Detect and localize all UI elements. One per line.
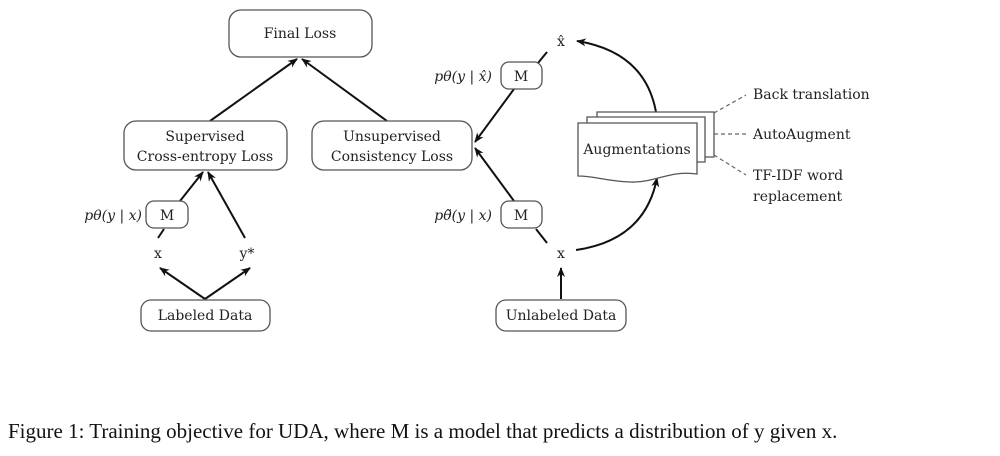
labeled-data-label: Labeled Data [158, 308, 253, 324]
edge-augmentations-to-xhat [576, 38, 657, 113]
method-back-translation: Back translation [753, 87, 870, 103]
x-hat-variable: x̂ [557, 34, 565, 50]
edge-m-to-supervised [179, 171, 204, 202]
supervised-loss-node: Supervised Cross-entropy Loss [123, 120, 288, 171]
edge-ystar-to-supervised [207, 171, 246, 239]
edge-x-to-m2 [535, 228, 548, 244]
edge-supervised-to-final [209, 58, 298, 122]
dash-back-translation [713, 94, 747, 114]
augmentations-node: Augmentations [577, 111, 715, 183]
x-labeled-variable: x [154, 246, 162, 262]
y-star-variable: y* [239, 246, 255, 262]
edge-unsupervised-to-final [301, 58, 388, 122]
model-label: M [514, 208, 528, 224]
final-loss-label: Final Loss [264, 26, 337, 42]
method-tfidf-line2: replacement [753, 189, 842, 205]
unsupervised-label-line1: Unsupervised [343, 129, 441, 145]
labeled-data-node: Labeled Data [140, 299, 271, 332]
dash-tfidf [713, 154, 747, 176]
supervised-label-line2: Cross-entropy Loss [137, 149, 273, 165]
p-theta-x-annotation: pθ(y | x) [84, 208, 142, 224]
unlabeled-data-label: Unlabeled Data [506, 308, 617, 324]
augmentation-doc-front [577, 122, 698, 183]
model-node-labeled: M [145, 200, 189, 229]
p-theta-xhat-annotation: pθ(y | x̂) [434, 69, 492, 85]
final-loss-node: Final Loss [228, 9, 373, 58]
p-theta-tilde-x-annotation: pθ̃(y | x) [434, 208, 492, 224]
model-node-augmented: M [500, 61, 543, 90]
edge-x-to-m [157, 228, 165, 239]
edge-xhat-to-m [537, 51, 548, 64]
model-label: M [160, 208, 174, 224]
unsupervised-loss-node: Unsupervised Consistency Loss [311, 120, 473, 171]
edge-x-to-augmentations [575, 177, 660, 251]
edge-labeled-to-ystar [204, 267, 251, 300]
model-label: M [514, 69, 528, 85]
method-autoaugment: AutoAugment [752, 127, 851, 143]
supervised-label-line1: Supervised [165, 129, 244, 145]
figure-caption: Figure 1: Training objective for UDA, wh… [8, 419, 838, 443]
x-unlabeled-variable: x [557, 246, 565, 262]
unlabeled-data-node: Unlabeled Data [495, 299, 627, 332]
edge-m2-to-unsupervised [474, 147, 515, 202]
augmentations-label: Augmentations [582, 142, 690, 158]
edge-m-to-unsupervised [474, 88, 515, 143]
method-tfidf-line1: TF-IDF word [753, 168, 843, 184]
model-node-unlabeled: M [500, 200, 543, 229]
edge-labeled-to-x [159, 267, 206, 300]
unsupervised-label-line2: Consistency Loss [331, 149, 453, 165]
